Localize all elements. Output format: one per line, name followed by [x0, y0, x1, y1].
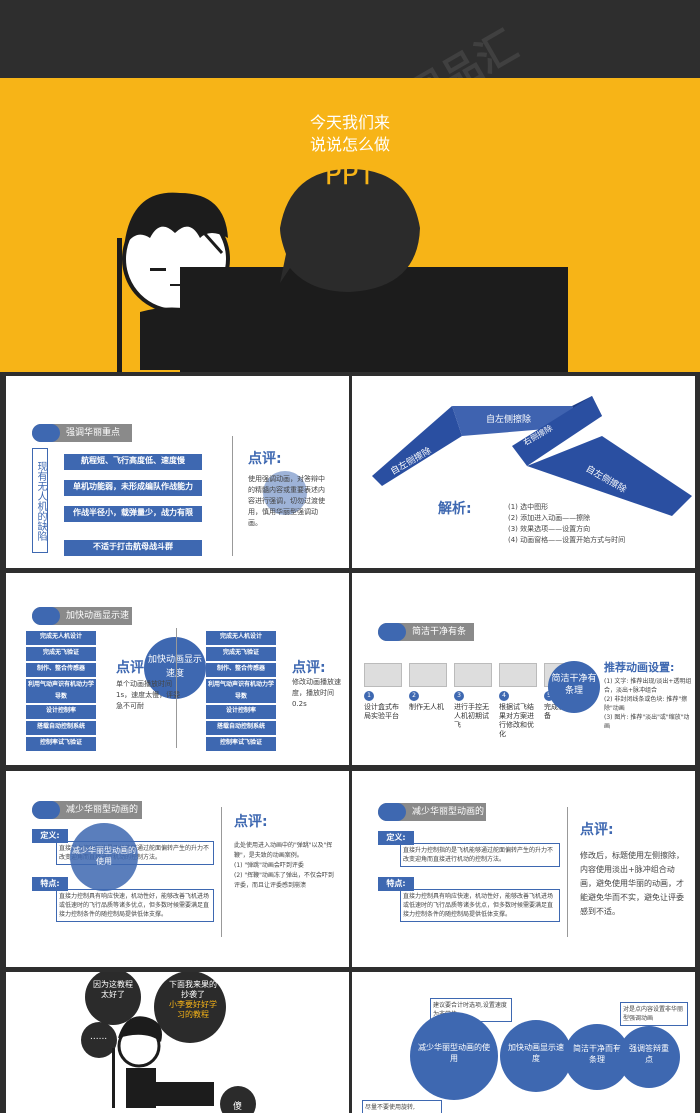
s3-right-item-5: 设计控制率 — [206, 705, 276, 719]
bubble-1: 因为这教程太好了 — [93, 980, 133, 999]
s3-right-item-7: 控制率试飞验证 — [206, 737, 276, 751]
ribbon-label-2: 自左侧擦除 — [486, 415, 532, 425]
photo-icon — [499, 663, 537, 687]
feat-text: 直接力控制具有响应快速，机动性好，能够改善飞机进场或低速时的飞行品质等诸多优点，… — [400, 889, 560, 922]
vertical-label: 现有无人机的缺陷 — [32, 448, 48, 553]
bubble-tail: 傻 — [233, 1102, 243, 1112]
ribbon-graphic — [372, 396, 692, 516]
item-2: 单机功能弱，未形成编队作战能力 — [64, 480, 202, 496]
comment-title: 点评: — [234, 814, 268, 830]
feat-label: 特点: — [32, 877, 68, 891]
recommend-title: 推荐动画设置: — [604, 661, 675, 674]
slide-tag: 强调华丽重点 — [32, 424, 132, 442]
s3-right-item-1: 完成无人机设计 — [206, 631, 276, 645]
hero-slide[interactable]: 今天我们来 说说怎么做 PPT — [0, 78, 700, 372]
slide-tag: 简洁干净有条理 — [378, 623, 474, 655]
slide-reduce-before[interactable]: 减少华丽型动画的使用 定义: 直接升力控制指的是飞机能够通过舵面偏转产生的升力不… — [6, 771, 349, 967]
comment-title: 点评: — [248, 451, 282, 467]
photo-icon — [454, 663, 492, 687]
def-label: 定义: — [32, 829, 68, 843]
step-label: 根据试飞结果对方案进行修改和优化 — [499, 703, 534, 738]
clean-circle: 简洁干净有条理 — [548, 661, 600, 713]
step-label: 设计盒式布局实验平台 — [364, 703, 399, 720]
bubble-2: 下面我来果的抄袭了 小李要好好学习的教程 — [169, 980, 217, 1019]
speed-circle: 加快动画显示速度 — [144, 637, 206, 699]
slide-tag: 减少华丽型动画的使用 — [378, 803, 486, 835]
slide-tag: 加快动画显示速度 — [32, 607, 132, 639]
bubble-accent: PPT — [324, 158, 376, 191]
bubble-line1: 今天我们来 — [309, 113, 390, 132]
s3-left-item-7: 控制率试飞验证 — [26, 737, 96, 751]
photo-icon — [409, 663, 447, 687]
analysis-list: (1) 选中图形(2) 添加进入动画——擦除(3) 效果选项——设置方向(4) … — [508, 503, 626, 544]
photo-icon — [364, 663, 402, 687]
step-number: 3 — [454, 691, 464, 701]
s3-left-item-4: 利用气动声识有机动力学导数 — [26, 679, 96, 703]
step-label: 进行手控无人机初期试飞 — [454, 703, 489, 729]
s3-left-item-1: 完成无人机设计 — [26, 631, 96, 645]
s3-left-item-6: 搭载自动控制系统 — [26, 721, 96, 735]
s3-right-item-4: 利用气动声识有机动力学导数 — [206, 679, 276, 703]
summary-circle-2: 加快动画显示速度 — [500, 1020, 572, 1092]
summary-circle-4: 强调答辩重点 — [618, 1026, 680, 1088]
s3-right-item-3: 制作、整合传感器 — [206, 663, 276, 677]
summary-circle-3: 简洁干净而有条理 — [564, 1024, 630, 1090]
note-2: 对是点内容设置非华丽型强调动画 — [620, 1002, 688, 1026]
slide-comic[interactable]: 因为这教程太好了 下面我来果的抄袭了 小李要好好学习的教程 ...... 傻 — [6, 972, 349, 1113]
slide-tag: 减少华丽型动画的使用 — [32, 801, 142, 833]
comment1-title: 点评: — [116, 660, 150, 676]
slide-clean[interactable]: 简洁干净有条理 1 设计盒式布局实验平台 2 制作无人机 3 进行手控无人机初期试飞 4 根据… — [352, 573, 695, 765]
slide-emphasis[interactable]: 强调华丽重点 现有无人机的缺陷 航程短、飞行高度低、速度慢 单机功能弱，未形成编… — [6, 376, 349, 568]
slide-summary[interactable]: 建议要合计时选项,设置速度为非常快 对是点内容设置非华丽型强调动画 减少华丽型动… — [352, 972, 695, 1113]
comment-text: 使用强调动画，对答辩中的精髓内容或重要表述内容进行强调，切勿过渡使用，慎用华丽型… — [248, 475, 325, 527]
bubble-dots: ...... — [90, 1032, 108, 1042]
slide-speed[interactable]: 加快动画显示速度 完成无人机设计完成无飞验证制作、整合传感器利用气动声识有机动力… — [6, 573, 349, 765]
comment-text: 此处使用进入动画中的"弹跳"以及"挥鞭"，是夫致的动画案例。(1) "弹跳"动画… — [234, 842, 334, 889]
s3-left-item-2: 完成无飞验证 — [26, 647, 96, 661]
step-1: 1 设计盒式布局实验平台 — [364, 663, 404, 721]
s3-left-item-3: 制作、整合传感器 — [26, 663, 96, 677]
comment2-text: 修改动画播放速度，播放时间0.2s — [292, 678, 341, 708]
step-number: 1 — [364, 691, 374, 701]
s3-right-item-2: 完成无飞验证 — [206, 647, 276, 661]
feat-text: 直接力控制具有响应快速，机动性好，能够改善飞机进场或低速时的飞行品质等诸多优点，… — [56, 889, 214, 922]
comment-text: 修改后，标题使用左侧擦除，内容使用淡出+脉冲组合动画，避免使用华丽的动画，才能避… — [580, 851, 684, 916]
slide-reduce-after[interactable]: 减少华丽型动画的使用 定义: 直接升力控制指的是飞机能够通过舵面偏转产生的升力不… — [352, 771, 695, 967]
step-label: 制作无人机 — [409, 703, 444, 711]
def-text: 直接升力控制指的是飞机能够通过舵面偏转产生的升力不改变迎角而直接进行机动的控制方… — [400, 843, 560, 867]
bottom-item: 不适于打击航母战斗群 — [64, 540, 202, 556]
step-3: 3 进行手控无人机初期试飞 — [454, 663, 494, 730]
comment-title: 点评: — [580, 822, 614, 838]
s3-right-item-6: 搭载自动控制系统 — [206, 721, 276, 735]
comment2-title: 点评: — [292, 660, 326, 676]
comment1-text: 单个动画播放时间1s，速度太慢，评委急不可耐 — [116, 680, 181, 710]
def-label: 定义: — [378, 831, 414, 845]
feat-label: 特点: — [378, 877, 414, 891]
item-3: 作战半径小，载弹量少，战力有限 — [64, 506, 202, 522]
item-1: 航程短、飞行高度低、速度慢 — [64, 454, 202, 470]
step-2: 2 制作无人机 — [409, 663, 449, 712]
analysis-title: 解析: — [438, 501, 472, 517]
reduce-circle: 减少华丽型动画的使用 — [70, 823, 138, 891]
character-illustration — [117, 169, 568, 372]
comic-illustration — [81, 972, 256, 1113]
bubble-line2: 说说怎么做 — [309, 135, 390, 154]
step-number: 2 — [409, 691, 419, 701]
slide-wipe[interactable]: 自左侧擦除 自左侧擦除 右侧擦除 自左侧擦除 解析: (1) 选中图形(2) 添… — [352, 376, 695, 568]
step-number: 4 — [499, 691, 509, 701]
s3-left-item-5: 设计控制率 — [26, 705, 96, 719]
note-3: 尽量不要使用旋转, — [362, 1100, 442, 1113]
summary-circle-1: 减少华丽型动画的使用 — [410, 1012, 498, 1100]
step-4: 4 根据试飞结果对方案进行修改和优化 — [499, 663, 539, 739]
recommend-list: (1) 文字: 推荐出现/淡出+透明组合，淡出+脉冲组合(2) 非封闭线条或色块… — [604, 678, 692, 730]
